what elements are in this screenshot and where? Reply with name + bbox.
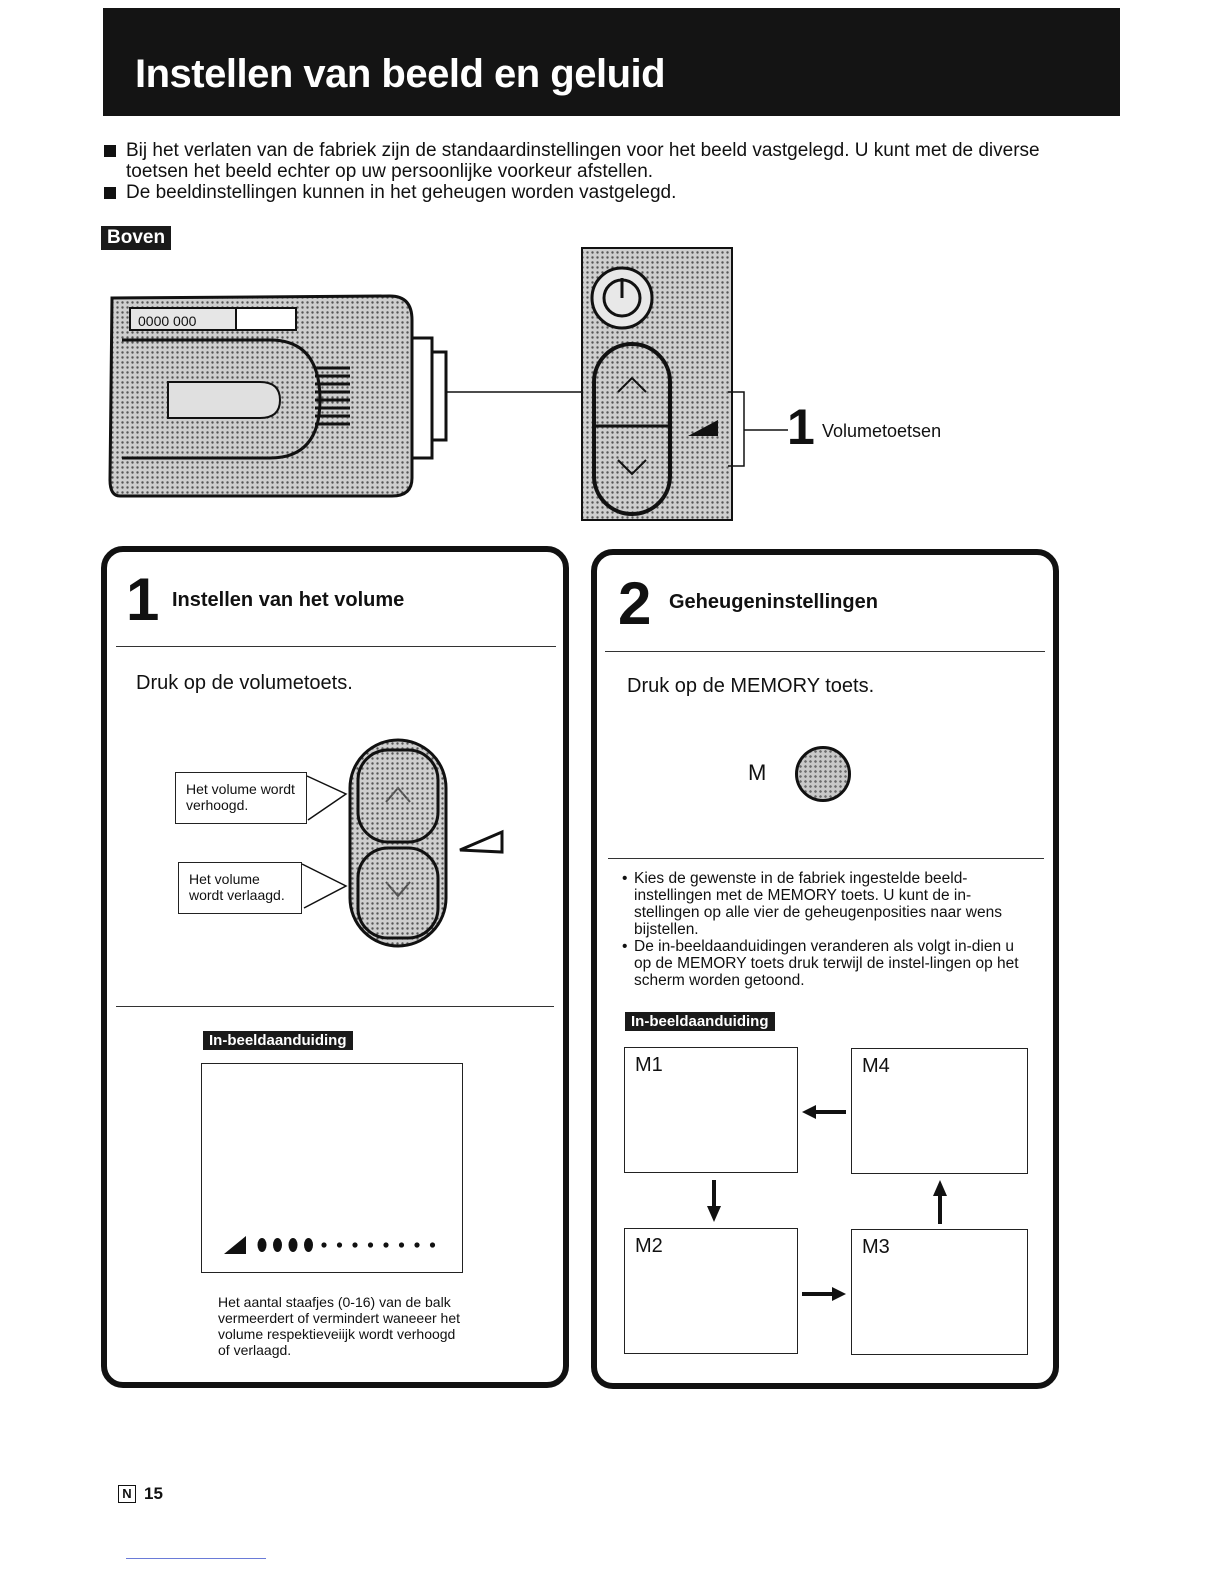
page-title: Instellen van beeld en geluid (135, 52, 666, 96)
display-tag: In-beeldaanduiding (625, 1012, 775, 1031)
arrow-left-icon (802, 1105, 846, 1119)
memory-button (795, 746, 851, 802)
on-screen-display-volume (201, 1063, 463, 1273)
step2-bullets: •Kies de gewenste in de fabriek ingestel… (622, 870, 1020, 989)
volume-segment-empty (367, 1242, 374, 1248)
page-number: 15 (144, 1484, 163, 1503)
volume-segment-empty (429, 1242, 436, 1248)
volume-segment-filled (304, 1238, 313, 1252)
memory-screen-m1: M1 (624, 1047, 798, 1173)
step2-title: Geheugeninstellingen (669, 591, 878, 613)
volume-segment-empty (352, 1242, 358, 1248)
volume-segment-empty (414, 1242, 420, 1248)
intro-list: Bij het verlaten van de fabriek zijn de … (104, 140, 1084, 203)
memory-label: M1 (635, 1054, 663, 1076)
memory-label: M2 (635, 1235, 663, 1257)
step1-instruction: Druk op de volumetoets. (136, 672, 353, 694)
arrow-down-icon (707, 1180, 721, 1222)
volume-segment-empty (321, 1242, 327, 1248)
display-tag: In-beeldaanduiding (203, 1031, 353, 1050)
step2-number: 2 (618, 570, 652, 637)
volume-button-illustration (301, 738, 504, 948)
camera-top-view-illustration: 0000 000 (108, 247, 788, 521)
divider (608, 858, 1044, 859)
divider (605, 651, 1045, 652)
svg-text:0000 000: 0000 000 (138, 313, 197, 329)
intro-item: Bij het verlaten van de fabriek zijn de … (104, 140, 1084, 182)
memory-label: M4 (862, 1055, 890, 1077)
arrow-right-icon (802, 1287, 846, 1301)
volume-segment-empty (336, 1242, 343, 1248)
label-volume-up: Het volume wordt verhoogd. (175, 772, 307, 824)
memory-screen-m2: M2 (624, 1228, 798, 1354)
bullet-item: •Kies de gewenste in de fabriek ingestel… (622, 870, 1002, 938)
memory-label: M3 (862, 1236, 890, 1258)
bullet-item: •De in-beeldaanduidingen veranderen als … (622, 938, 1019, 989)
volume-callout-label: Volumetoetsen (822, 421, 942, 441)
step1-title: Instellen van het volume (172, 589, 405, 611)
arrow-up-icon (933, 1180, 947, 1224)
step2-instruction: Druk op de MEMORY toets. (627, 675, 875, 697)
footer-line (126, 1558, 266, 1559)
volume-segment-empty (398, 1242, 405, 1248)
step1-number: 1 (126, 566, 160, 633)
memory-cycle-arrows (707, 1105, 947, 1301)
intro-item: De beeldinstellingen kunnen in het geheu… (104, 182, 1084, 203)
volume-segment-filled (273, 1238, 282, 1252)
memory-screen-m4: M4 (851, 1048, 1028, 1174)
volume-segment-empty (383, 1242, 389, 1248)
volume-segment-filled (288, 1238, 298, 1252)
volume-bar (224, 1236, 436, 1254)
panel-volume (101, 546, 569, 1388)
language-badge: N (118, 1485, 136, 1503)
label-volume-down: Het volume wordt verlaagd. (178, 862, 302, 914)
memory-button-label: M (748, 760, 767, 785)
panel-memory (591, 549, 1059, 1389)
step1-footnote: Het aantal staafjes (0-16) van de balk v… (218, 1294, 460, 1358)
divider (116, 646, 556, 647)
title-bar (103, 8, 1120, 116)
memory-screen-m3: M3 (851, 1229, 1028, 1355)
volume-callout-number: 1 (787, 399, 815, 455)
volume-segment-filled (257, 1238, 267, 1252)
section-label-boven: Boven (101, 226, 172, 250)
volume-icon (224, 1236, 246, 1254)
divider (116, 1006, 554, 1007)
